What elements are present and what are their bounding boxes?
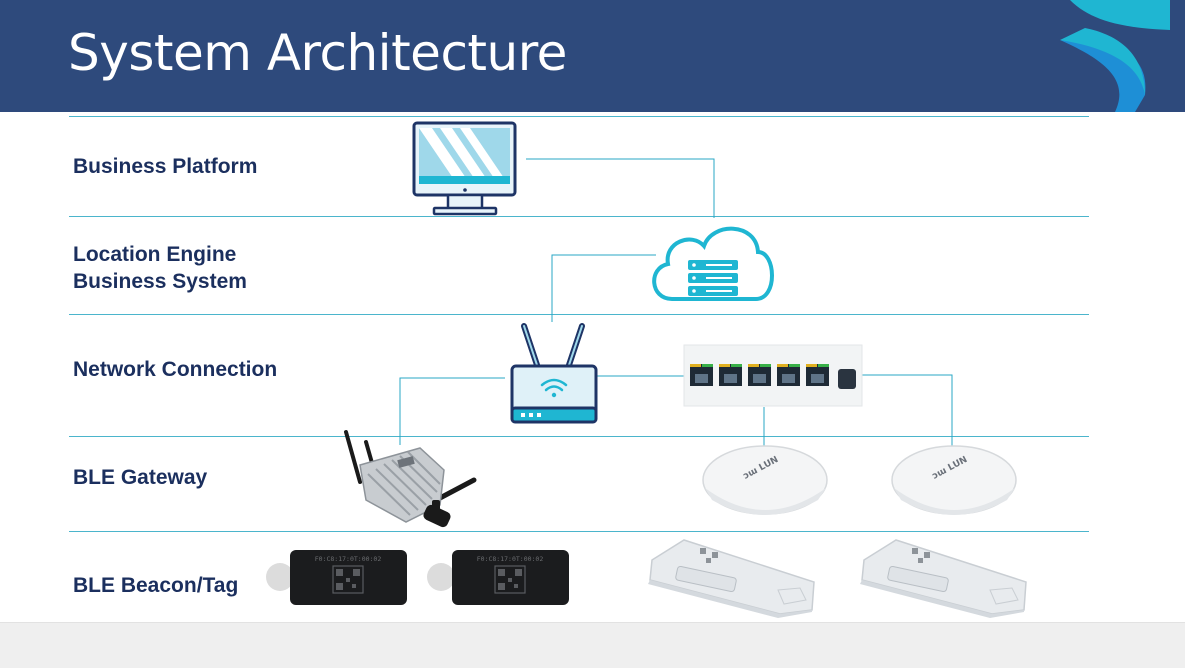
layer-label-ble-gateway: BLE Gateway	[73, 466, 208, 489]
footer-band	[0, 622, 1185, 668]
brand-ribbon-logo	[1060, 0, 1170, 112]
switch-ports	[690, 364, 829, 386]
beacon-box-icon	[648, 539, 815, 618]
connector-lines	[399, 158, 953, 446]
layer-divider	[69, 116, 1089, 117]
layer-label-ble-beacon: BLE Beacon/Tag	[73, 574, 239, 597]
beacon-card-icon: F0:C8:17:0T:00:02	[266, 550, 407, 605]
layer-divider	[69, 314, 1089, 315]
ceiling-gateway-icon: ɔɯ LUN	[702, 445, 828, 515]
layer-divider	[69, 216, 1089, 217]
beacon-box-icon	[860, 539, 1027, 618]
page-title: System Architecture	[68, 24, 567, 82]
industrial-gateway-icon	[344, 430, 477, 528]
cloud-server-icon	[652, 226, 774, 301]
beacon-card-id: F0:C8:17:0T:00:02	[315, 555, 382, 563]
connector-monitor-cloud	[526, 158, 715, 218]
connector-router-gateway	[399, 377, 505, 445]
beacon-card-icon: F0:C8:17:0T:00:02	[427, 550, 569, 605]
ceiling-gateway-icon: ɔɯ LUN	[891, 445, 1017, 515]
layer-label-location-engine: Location Engine Business System	[73, 243, 247, 293]
layer-label-business-platform: Business Platform	[73, 155, 258, 178]
ethernet-switch-icon	[683, 344, 863, 407]
layer-label-network-connection: Network Connection	[73, 358, 278, 381]
connector-switch-ceiling-2	[862, 374, 953, 446]
connector-cloud-router	[551, 254, 656, 322]
beacon-card-id: F0:C8:17:0T:00:02	[477, 555, 544, 563]
layer-divider	[69, 531, 1089, 532]
wifi-router-icon	[510, 323, 598, 424]
monitor-icon	[412, 121, 517, 216]
layer-divider	[69, 436, 1089, 437]
header-bar	[0, 0, 1185, 112]
